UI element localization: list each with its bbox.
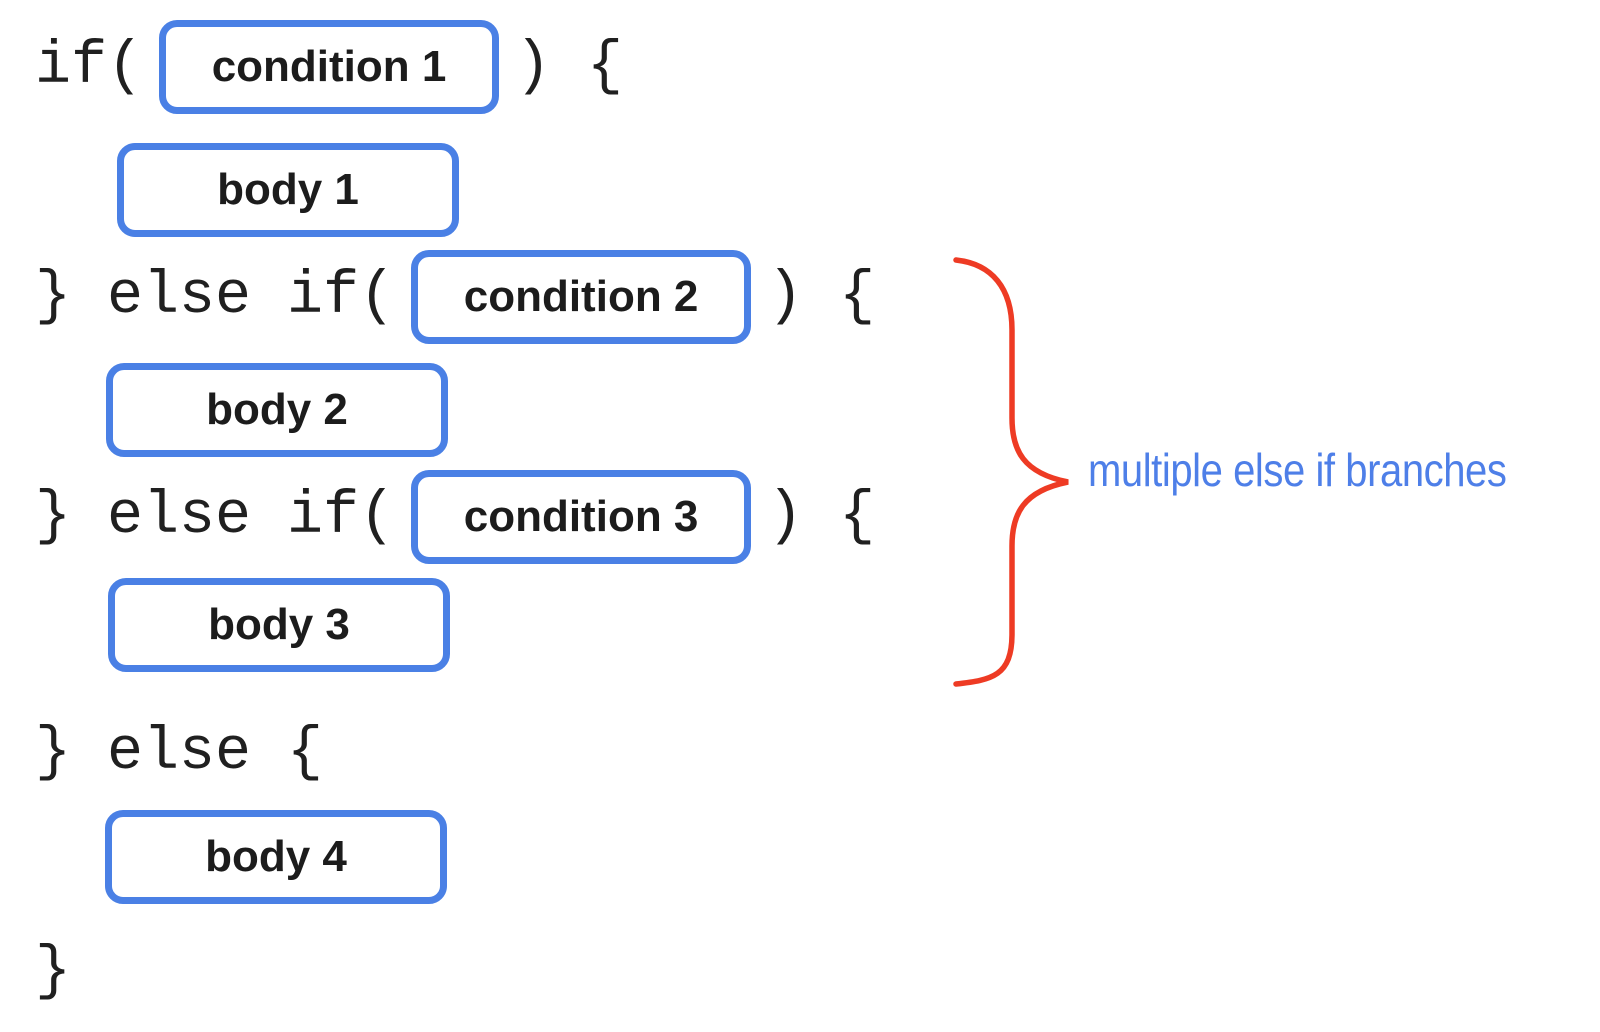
- code-line-else: } else {: [35, 706, 323, 800]
- body-3-box: body 3: [108, 578, 450, 672]
- code-line-else-if-2: } else if( condition 3 ) {: [35, 470, 875, 564]
- condition-1-label: condition 1: [211, 42, 447, 91]
- condition-3-label: condition 3: [463, 492, 699, 541]
- condition-3-box: condition 3: [411, 470, 752, 564]
- body-1-label: body 1: [217, 165, 359, 214]
- code-token-close-paren-brace-1: ) {: [515, 33, 624, 101]
- body-3-label: body 3: [208, 600, 350, 649]
- body-1-box: body 1: [117, 143, 459, 237]
- code-token-else-if-open-2: } else if(: [35, 483, 396, 551]
- condition-2-box: condition 2: [411, 250, 752, 344]
- code-line-else-if-1: } else if( condition 2 ) {: [35, 250, 875, 344]
- body-2-box: body 2: [106, 363, 448, 457]
- code-line-closing-brace: }: [35, 925, 71, 1019]
- body-4-label: body 4: [205, 832, 347, 881]
- annotation-multiple-else-if: multiple else if branches: [1088, 444, 1507, 496]
- code-token-else-if-open-1: } else if(: [35, 263, 396, 331]
- code-token-close-paren-brace-2: ) {: [767, 263, 876, 331]
- body-2-label: body 2: [206, 385, 348, 434]
- code-line-if: if( condition 1 ) {: [35, 20, 623, 114]
- code-token-final-brace: }: [35, 938, 72, 1006]
- code-token-close-paren-brace-3: ) {: [767, 483, 876, 551]
- code-token-if-open: if(: [35, 33, 144, 101]
- condition-1-box: condition 1: [159, 20, 500, 114]
- code-token-else: } else {: [35, 719, 324, 787]
- condition-2-label: condition 2: [463, 272, 699, 321]
- curly-brace-icon: [953, 257, 1069, 687]
- body-4-box: body 4: [105, 810, 447, 904]
